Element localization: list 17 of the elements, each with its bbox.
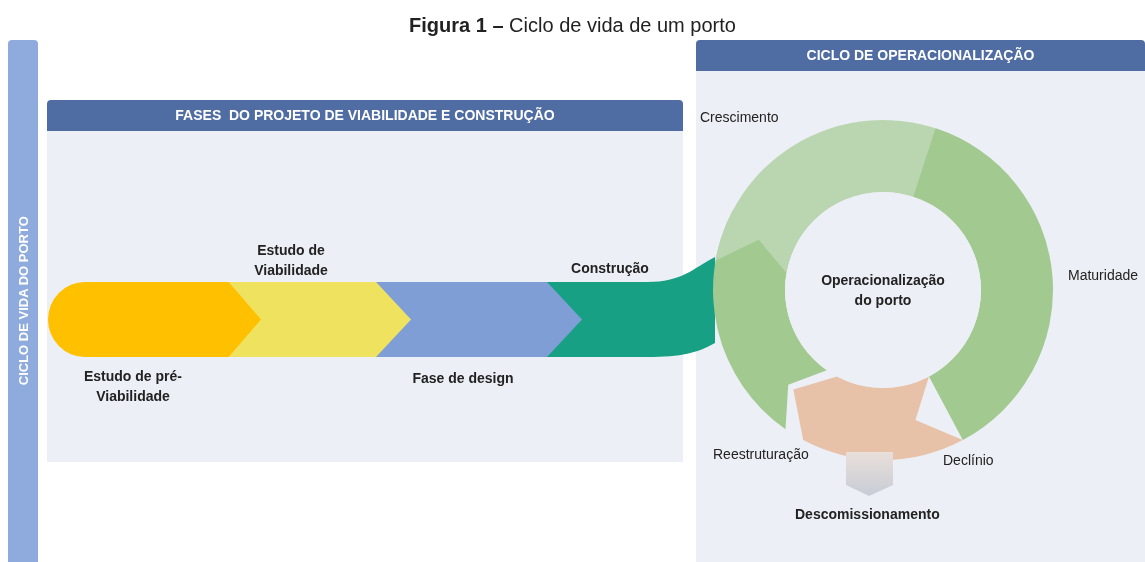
- panel-header: CICLO DE OPERACIONALIZAÇÃO: [696, 40, 1145, 71]
- process-step: [376, 282, 583, 357]
- process-step: [229, 282, 411, 357]
- phase-label: Fase de design: [411, 369, 515, 388]
- stage-label: Descomissionamento: [795, 505, 940, 523]
- figure-title: Figura 1 – Ciclo de vida de um porto: [408, 13, 737, 38]
- stage-label: Maturidade: [1068, 266, 1139, 284]
- phase-label: Estudo de pré-Viabilidade: [83, 367, 183, 406]
- process-step: [48, 282, 262, 357]
- stage-label: Declínio: [943, 451, 994, 469]
- process-step: [547, 255, 715, 357]
- phase-label: Construção: [570, 259, 650, 278]
- phase-label: Estudo de Viabilidade: [253, 241, 329, 280]
- stage-label: Crescimento: [700, 108, 779, 126]
- panel-header: FASES DO PROJETO DE VIABILIDADE E CONSTRUÇÃO: [47, 100, 683, 131]
- vertical-band: CICLO DE VIDA DO PORTO: [8, 40, 38, 562]
- stage-label: Reestruturação: [713, 445, 809, 463]
